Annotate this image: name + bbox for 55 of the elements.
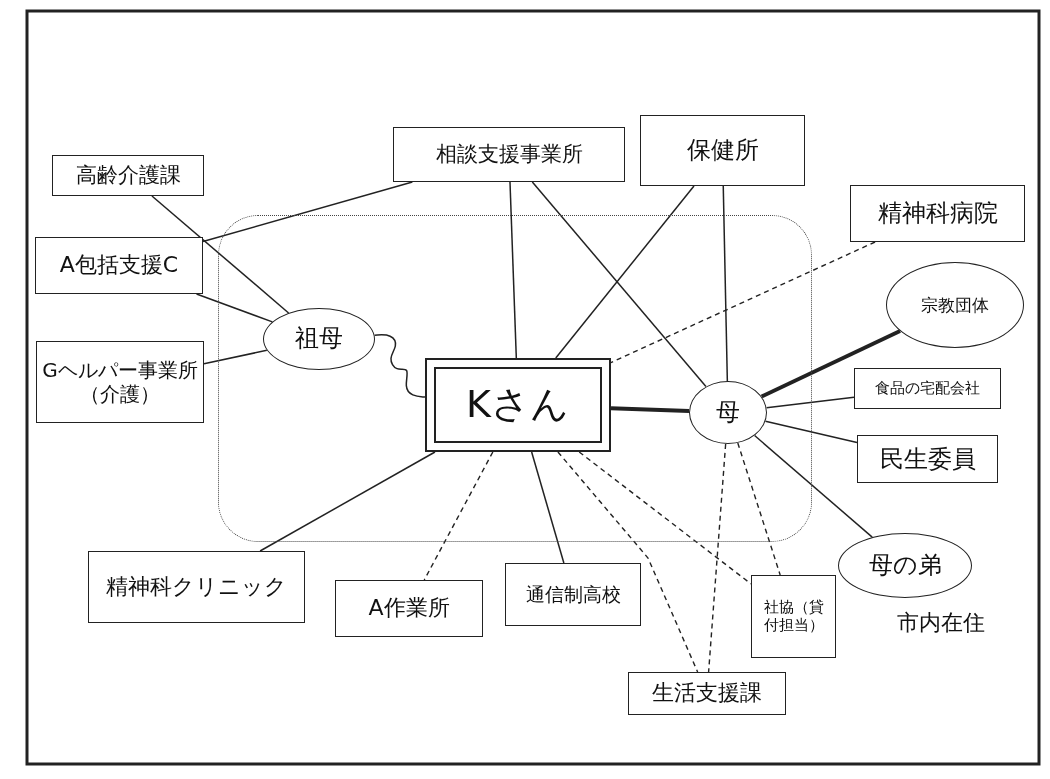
- connector-line: [423, 451, 494, 581]
- connector-line: [530, 451, 565, 564]
- client-box: [424, 357, 611, 452]
- node-label: 高齢介護課: [75, 162, 181, 189]
- connector-line: [610, 406, 690, 414]
- connector-line: [203, 349, 268, 365]
- node-label: 社協（貸付担当）: [762, 599, 825, 634]
- connector-line: [707, 443, 727, 673]
- node-label: 相談支援事業所: [435, 141, 583, 168]
- person-ellipse: [688, 380, 767, 444]
- org-box: [628, 672, 786, 715]
- node-note: 市内在住: [897, 609, 985, 637]
- org-box: [751, 575, 836, 658]
- connector-line: [737, 442, 781, 576]
- org-box: [857, 435, 998, 483]
- wavy-connector: [557, 451, 699, 673]
- node-label: 民生委員: [879, 444, 976, 474]
- connector-line: [151, 195, 290, 314]
- connector-line: [509, 181, 518, 359]
- org-box: [52, 155, 204, 196]
- node-label: A作業所: [368, 595, 450, 622]
- node-label: 食品の宅配会社: [875, 379, 980, 398]
- org-box: [505, 563, 641, 626]
- connector-line: [259, 451, 436, 552]
- org-box: [335, 580, 483, 637]
- node-label: 宗教団体: [921, 294, 989, 316]
- node-label: 精神科病院: [877, 199, 998, 228]
- node-label: Kさん: [466, 381, 569, 428]
- connector-line: [765, 396, 855, 409]
- connector-line: [202, 181, 414, 243]
- org-box: [36, 341, 204, 423]
- org-box: [35, 237, 203, 294]
- org-box: [88, 551, 305, 623]
- org-box: [854, 368, 1001, 409]
- connector-line: [722, 185, 729, 382]
- node-label: Gヘルパー事業所（介護）: [41, 358, 199, 406]
- node-label: 通信制高校: [525, 583, 621, 606]
- node-label: 保健所: [686, 136, 759, 165]
- org-box: [850, 185, 1025, 242]
- connector-line: [764, 420, 858, 444]
- org-box: [393, 127, 625, 182]
- connector-line: [555, 185, 695, 359]
- wavy-connector: [373, 334, 426, 398]
- connector-line: [610, 241, 876, 364]
- connector-line: [531, 181, 707, 388]
- node-label: 精神科クリニック: [106, 573, 287, 601]
- connector-line: [195, 293, 274, 323]
- connector-line: [760, 329, 901, 399]
- node-label: A包括支援C: [59, 252, 179, 279]
- connector-line: [753, 434, 873, 538]
- node-label: 母: [715, 397, 740, 427]
- node-label: 生活支援課: [652, 680, 762, 707]
- node-label: 母の弟: [868, 551, 942, 580]
- org-box: [640, 115, 805, 186]
- node-label: 祖母: [294, 324, 343, 353]
